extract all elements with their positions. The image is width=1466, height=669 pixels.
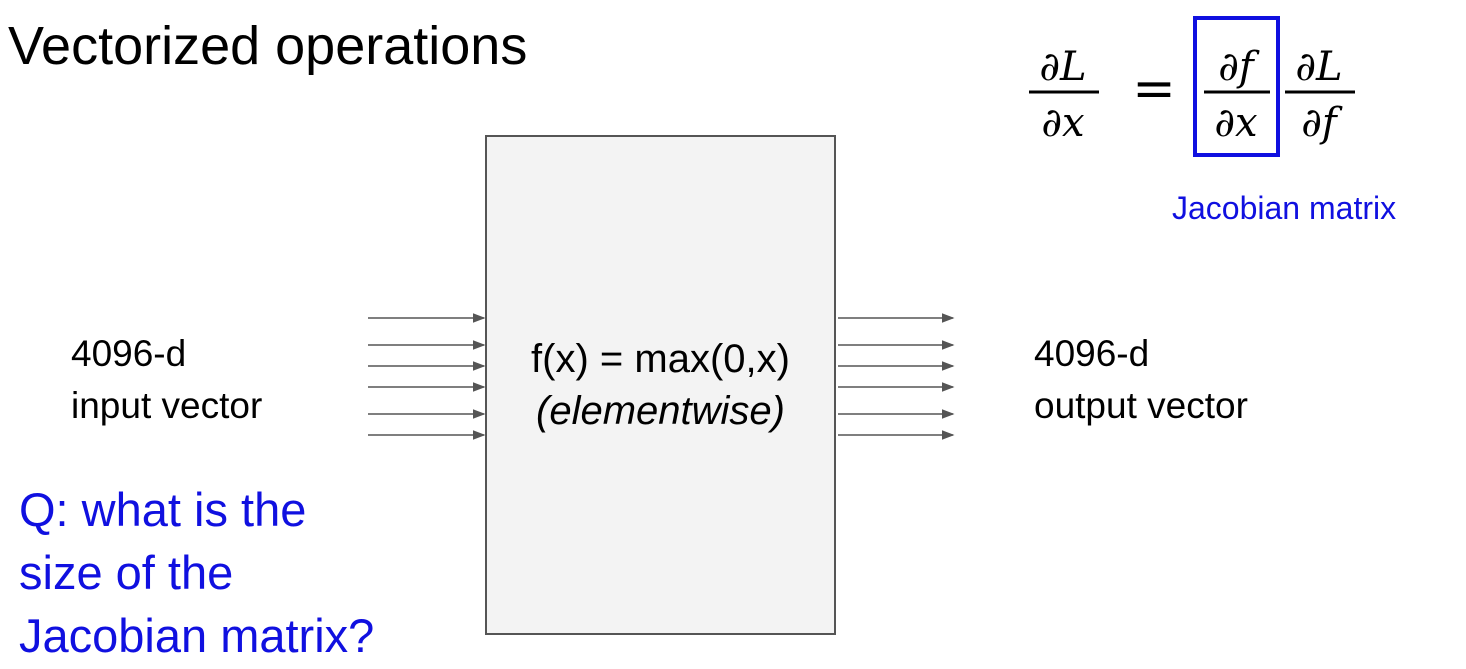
jacobian-numerator: ∂f xyxy=(1218,44,1260,90)
input-description: input vector xyxy=(71,385,263,426)
rhs-denominator: ∂f xyxy=(1301,100,1343,146)
function-label: f(x) = max(0,x) (elementwise) xyxy=(487,333,834,437)
function-box xyxy=(485,135,836,635)
slide-title: Vectorized operations xyxy=(8,16,528,76)
output-dimension: 4096-d xyxy=(1034,333,1150,374)
output-description: output vector xyxy=(1034,385,1248,426)
lhs-denominator: ∂x xyxy=(1041,100,1084,146)
input-vector-label: 4096-d input vector xyxy=(71,328,262,432)
question-line: Q: what is the xyxy=(19,483,307,536)
input-dimension: 4096-d xyxy=(71,333,187,374)
output-vector-label: 4096-d output vector xyxy=(1034,328,1248,432)
rhs-numerator: ∂L xyxy=(1295,44,1342,90)
equals-sign: = xyxy=(1132,59,1176,119)
function-note: (elementwise) xyxy=(536,389,785,433)
lhs-numerator: ∂L xyxy=(1039,44,1086,90)
question-line: Jacobian matrix? xyxy=(19,609,375,662)
question-text: Q: what is the size of the Jacobian matr… xyxy=(19,478,374,667)
question-line: size of the xyxy=(19,546,234,599)
jacobian-highlight-box xyxy=(1193,16,1280,157)
jacobian-denominator: ∂x xyxy=(1214,100,1257,146)
jacobian-caption: Jacobian matrix xyxy=(1172,190,1397,226)
function-expression: f(x) = max(0,x) xyxy=(531,337,790,381)
chain-rule-equation: ∂L ∂x = ∂f ∂x ∂L ∂f xyxy=(1029,16,1355,157)
